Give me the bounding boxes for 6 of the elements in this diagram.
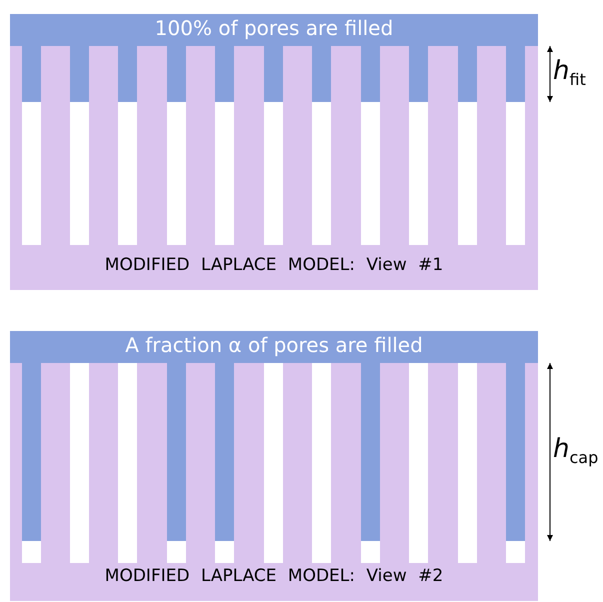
view-caption: MODIFIED LAPLACE MODEL: View #2 <box>104 566 444 586</box>
height-label: h$_{fit}$ <box>553 56 586 90</box>
view-caption: MODIFIED LAPLACE MODEL: View #1 <box>104 255 444 275</box>
height-label: h$_{cap}$ <box>553 434 598 468</box>
band-title: A fraction α of pores are filled <box>125 333 423 357</box>
band-title: 100% of pores are filled <box>154 16 394 40</box>
